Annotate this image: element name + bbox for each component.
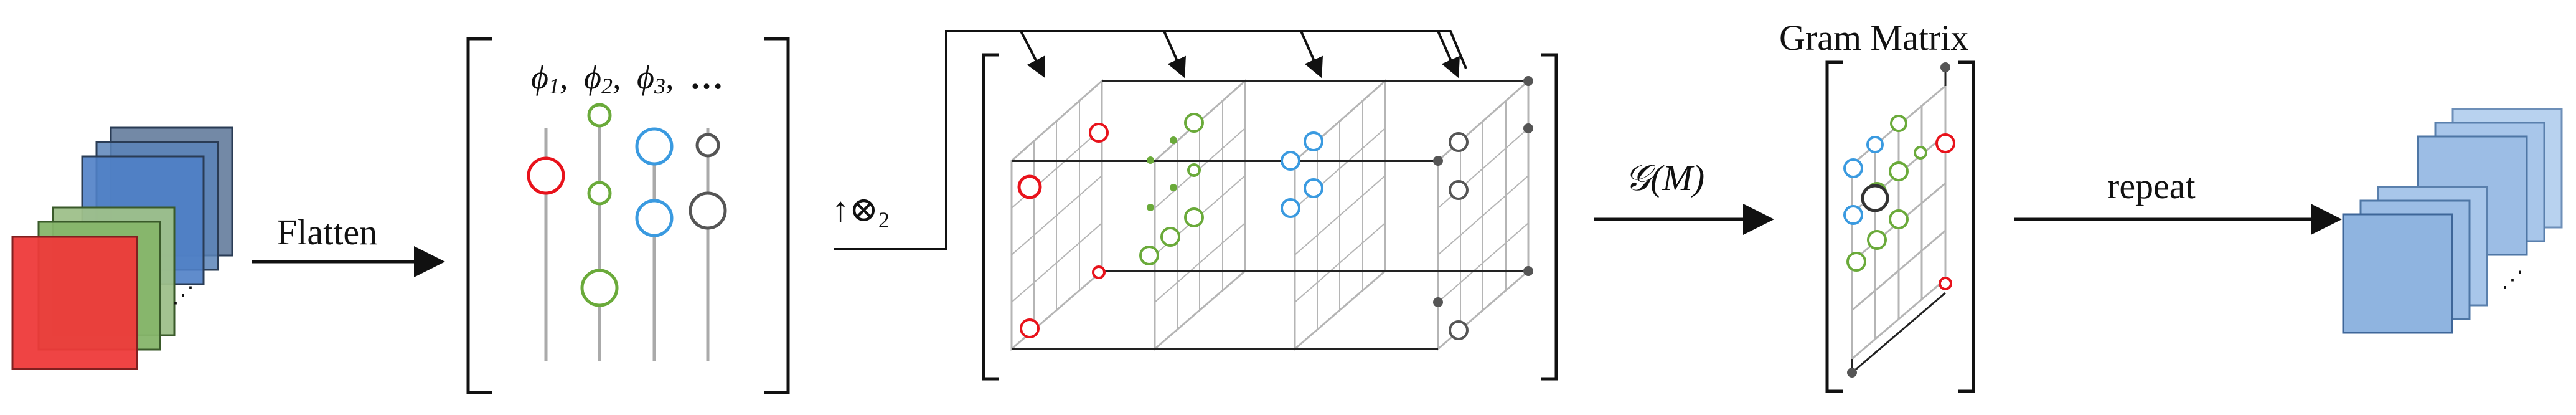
gram-matrix-title: Gram Matrix — [1779, 17, 1968, 58]
circle-dark-1 — [695, 133, 720, 158]
left-bracket — [466, 37, 492, 394]
circle-green-1 — [587, 103, 612, 128]
flattened-vectors: ϕ1, ϕ2, ϕ3, … — [466, 37, 790, 394]
flatten-label: Flatten — [277, 212, 377, 252]
circle-dark-2 — [689, 191, 727, 230]
right-bracket — [764, 37, 790, 394]
outer-product-tensor — [982, 53, 1558, 381]
phi-ellipsis: … — [690, 59, 723, 96]
outer-product-connector: ↑⊗2 — [832, 30, 1467, 250]
circle-red-1 — [527, 156, 565, 195]
phi-3: ϕ3, — [637, 59, 674, 98]
gram-operator-label: 𝒢(M) — [1625, 158, 1704, 198]
repeat-label: repeat — [2107, 166, 2196, 206]
circle-green-2 — [587, 181, 612, 206]
outer-product-label: ↑⊗2 — [832, 191, 890, 232]
phi-1: ϕ1, — [531, 59, 568, 98]
circle-green-3 — [580, 269, 619, 307]
circle-blue-1 — [635, 127, 674, 166]
phi-2: ϕ2, — [584, 59, 621, 98]
circle-blue-2 — [635, 199, 674, 237]
output-feature-stack: ⋰ — [2342, 108, 2563, 334]
input-ellipsis: ⋰ — [172, 282, 194, 307]
gram-matrix: Gram Matrix — [1779, 17, 1975, 393]
output-ellipsis: ⋰ — [2501, 267, 2524, 292]
input-feature-stack: ⋰ — [11, 126, 233, 370]
